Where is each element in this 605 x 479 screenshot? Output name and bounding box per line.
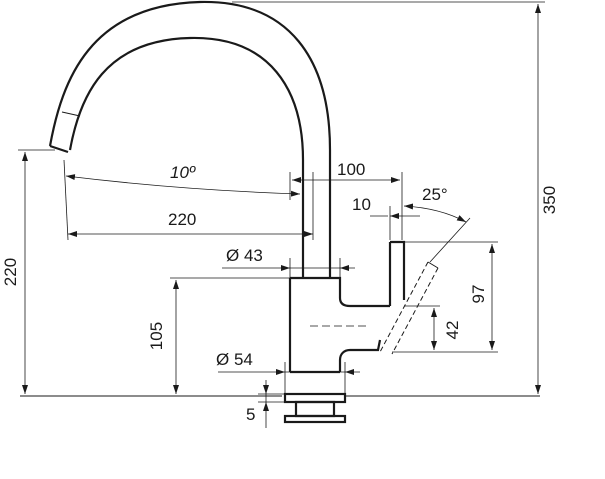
label-spout-diameter: Ø 43 — [226, 246, 263, 265]
label-handle-height: 97 — [469, 285, 488, 304]
handle-tilted-cap — [427, 261, 439, 269]
label-overall-height: 350 — [540, 186, 559, 214]
base-nut — [294, 400, 336, 418]
label-spout-offset: 100 — [337, 160, 365, 179]
label-spout-reach: 220 — [168, 210, 196, 229]
label-base-diameter: Ø 54 — [216, 350, 253, 369]
spout-nozzle — [49, 144, 69, 154]
base-foot — [283, 414, 347, 424]
faucet-outline — [20, 0, 540, 424]
handle-tilted — [379, 261, 439, 355]
dim-handle-angle-arc — [403, 203, 467, 223]
label-handle-offset: 10 — [352, 195, 371, 214]
label-handle-angle: 25° — [422, 185, 448, 204]
spout-outer-curve — [48, 0, 332, 278]
label-base-thickness: 5 — [246, 405, 255, 424]
label-spout-height: 220 — [1, 258, 20, 286]
dimension-lines — [18, 1, 545, 428]
spout-nozzle-tip — [61, 111, 81, 117]
label-spout-angle: 10º — [170, 163, 196, 182]
faucet-body — [288, 276, 390, 372]
handle-vertical — [388, 240, 406, 306]
dimension-labels: 350 220 10º 220 100 10 25° Ø 43 105 97 4… — [1, 160, 559, 424]
spout-inner-curve — [68, 36, 305, 278]
base-plate — [283, 392, 347, 404]
label-handle-lower: 42 — [443, 321, 462, 340]
handle-lower-connection — [350, 339, 382, 352]
dim-spout-angle-arc — [65, 174, 301, 197]
label-body-height: 105 — [147, 322, 166, 350]
